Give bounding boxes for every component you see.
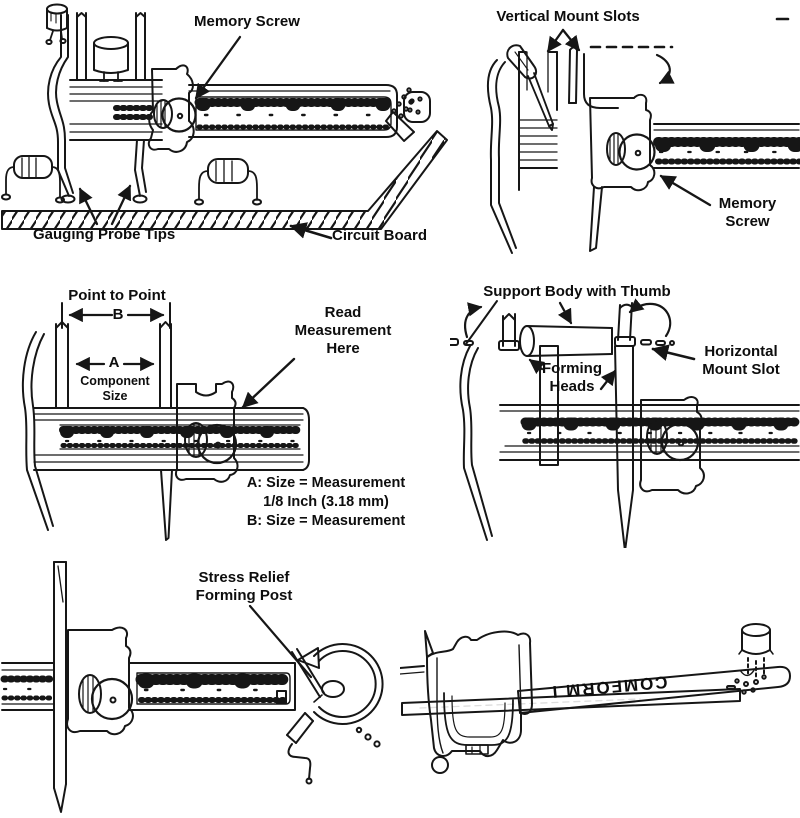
caliper-beam-scale — [33, 407, 310, 471]
caliper-jaws — [47, 12, 148, 204]
thumbwheel — [184, 422, 238, 465]
panel-read-measurement — [0, 280, 450, 548]
fixed-jaw — [486, 59, 517, 254]
slider-body — [147, 64, 195, 153]
panel-comform-tool — [400, 548, 800, 818]
right-jaw-column — [614, 345, 634, 548]
read-here-pointer — [241, 357, 296, 409]
alignment-dashes-left — [450, 338, 474, 346]
slider-body — [639, 396, 705, 495]
pointer-arrows — [528, 301, 696, 391]
resistor-icon — [194, 158, 262, 206]
rail-text-specks — [419, 698, 641, 709]
main-beam-scale — [129, 662, 296, 711]
slider-body — [589, 93, 656, 252]
vertical-mount-slots-label: Vertical Mount Slots — [496, 8, 640, 25]
motion-dots — [355, 726, 381, 748]
dark-rail — [401, 688, 741, 716]
tool-body — [518, 51, 558, 191]
rotate-arrow — [655, 53, 675, 85]
thumbwheel — [78, 674, 134, 721]
support-body-label: Support Body with Thumb — [483, 283, 671, 300]
transistor-icon — [45, 3, 68, 45]
caliper-beam-scale — [653, 123, 800, 169]
panel-horizontal-mount — [450, 280, 800, 548]
forming-heads-label: Forming Heads — [542, 360, 602, 395]
screwdriver-icon — [506, 44, 554, 131]
mount-hole-dots — [726, 674, 767, 695]
component-size-label: Component Size — [80, 374, 150, 403]
thumbwheel — [646, 419, 700, 462]
forming-head-collars — [498, 336, 636, 351]
gauging-probe-tips-label: Gauging Probe Tips — [33, 226, 176, 243]
caliper-jaws — [459, 302, 633, 541]
panel-gauging-probes — [0, 0, 450, 260]
panel-stress-relief — [0, 548, 400, 818]
circuit-board-label: Circuit Board — [332, 227, 428, 244]
slider-body — [66, 626, 134, 736]
stress-relief-label: Stress Relief Forming Post — [195, 569, 293, 604]
panel-vertical-mount — [450, 0, 800, 260]
horizontal-mount-slot-label: Horizontal Mount Slot — [702, 343, 780, 378]
rotation-arrow — [297, 643, 384, 725]
caliper-jaws — [21, 321, 173, 541]
point-to-point-label: Point to Point — [68, 287, 166, 304]
thumbwheel — [606, 132, 656, 171]
rotate-arrow-left — [464, 302, 483, 339]
beam-left-stub — [0, 662, 56, 711]
tool-body-inverted — [424, 630, 533, 774]
diagonal-guide-line — [465, 300, 498, 345]
pointer-arrows — [78, 35, 333, 240]
caliper-body-section — [69, 79, 163, 141]
resistor-icon — [1, 155, 65, 204]
dimension-b-label: B — [112, 306, 124, 323]
fixed-jaw-bar — [53, 561, 67, 813]
board-end-component — [403, 91, 431, 123]
beam-left-stub — [400, 665, 425, 675]
slider-body — [175, 380, 239, 483]
alignment-dashes — [589, 17, 790, 49]
memory-screw-pointer — [659, 174, 712, 207]
dimension-a-label: A — [108, 354, 120, 371]
read-measurement-label: Read Measurement Here — [294, 304, 392, 357]
thumb-cylinder — [519, 325, 613, 357]
center-column — [539, 345, 559, 466]
caliper-beam-scale — [188, 84, 415, 142]
memory-screw-label: Memory Screw — [194, 13, 300, 30]
beam-with-brand — [517, 665, 791, 714]
vertical-slot-arrows — [546, 28, 581, 53]
memory-screw-label-2: Memory Screw — [718, 195, 777, 230]
vertical-mount-slot-rod — [568, 46, 619, 109]
hex-wrench-icon — [286, 712, 314, 785]
capacitor-icon — [93, 36, 129, 82]
transistor-icon — [738, 623, 774, 680]
dimension-b — [61, 302, 171, 329]
size-formulas-label: A: Size = Measurement 1/8 Inch (3.18 mm)… — [246, 475, 406, 529]
dashed-leads — [747, 657, 765, 680]
rotate-arrow-right — [628, 298, 672, 338]
alignment-dashes-right — [640, 339, 675, 346]
beam-end-detail — [385, 87, 415, 142]
label-pointer — [248, 604, 313, 679]
caliper-beam-scale — [499, 404, 800, 461]
